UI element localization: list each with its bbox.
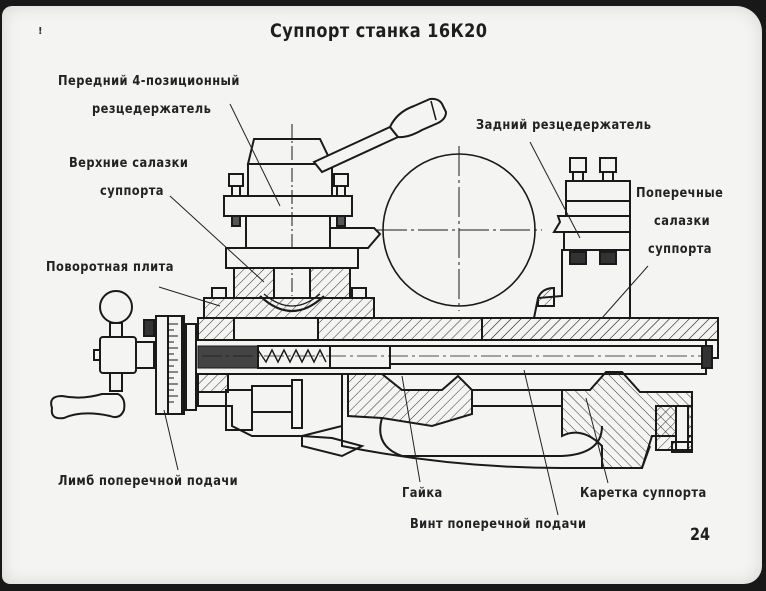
label-cross-slide-line1: Поперечные [636,186,724,201]
slide: ! Суппорт станка 16К20 Передний 4-позици… [2,6,762,584]
label-front-toolholder-line1: Передний 4-позиционный [58,74,240,89]
label-front-toolholder-line2: резцедержатель [92,102,212,117]
label-cross-feed-screw: Винт поперечной подачи [410,517,587,532]
page-number: 24 [690,525,711,545]
label-cross-slide-line2: салазки [654,214,711,229]
cross-feed-screw [195,339,713,375]
label-upper-slide-line1: Верхние салазки [69,156,189,171]
rear-toolholder [532,157,631,319]
front-toolholder [223,97,448,296]
label-cross-feed-dial: Лимб поперечной подачи [58,474,239,489]
cross-slide [197,317,719,359]
cross-feed-handwheel [50,290,197,420]
label-nut: Гайка [402,486,443,501]
slide-title: Суппорт станка 16К20 [270,20,488,42]
label-carriage: Каретка суппорта [580,486,707,501]
label-rear-toolholder: Задний резцедержатель [476,118,652,133]
lathe-carriage-drawing [50,97,719,516]
label-cross-slide-line3: суппорта [648,242,712,257]
label-upper-slide-line2: суппорта [100,184,164,199]
carriage [197,371,693,469]
leader-lines [158,103,649,516]
workpiece-circle [377,146,542,311]
label-swivel-plate: Поворотная плита [46,260,174,275]
corner-mark: ! [38,26,43,37]
